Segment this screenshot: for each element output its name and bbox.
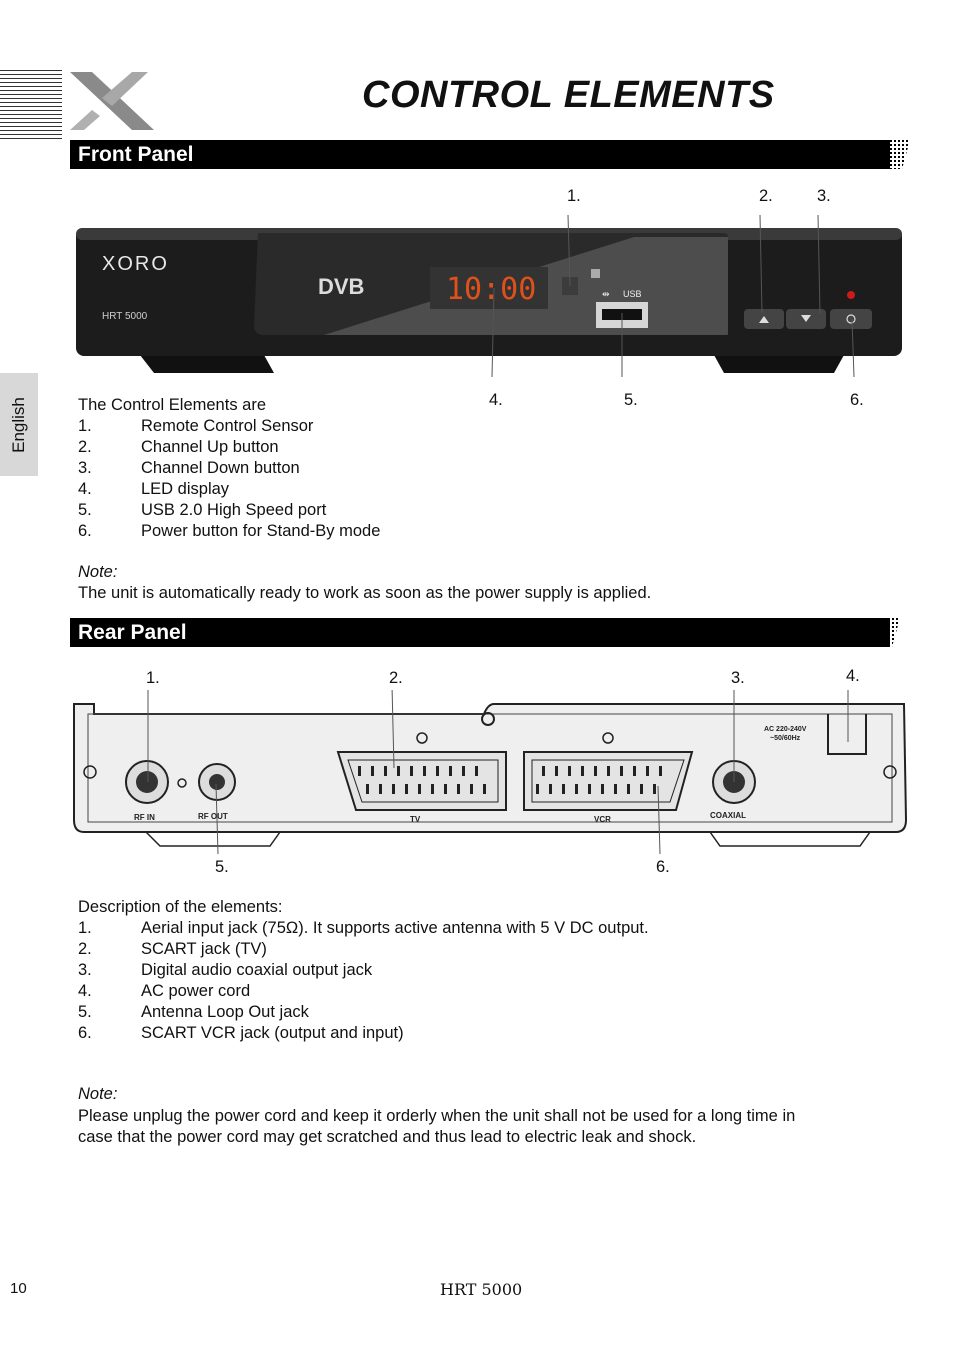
coaxial-label: COAXIAL	[710, 811, 746, 820]
rear-intro: Description of the elements:	[78, 898, 283, 916]
page-title: CONTROL ELEMENTS	[362, 74, 775, 116]
heading-dot-pattern	[856, 618, 900, 647]
rear-panel-illustration: RF IN RF OUT TV VCR COAXIAL AC 220-240V …	[73, 690, 908, 855]
rear-note-line2: case that the power cord may get scratch…	[78, 1128, 697, 1146]
led-display-value: 10:00	[446, 272, 536, 307]
front-foot-left	[140, 355, 274, 373]
power-rating-line2: ~50/60Hz	[770, 735, 801, 742]
up-arrow-icon	[759, 316, 769, 323]
rear-callout-lines	[147, 690, 849, 855]
language-label: English	[9, 396, 28, 453]
front-panel-heading-bar: Front Panel	[70, 140, 890, 169]
scart-vcr-jack	[523, 751, 694, 811]
scart-vcr-pins	[536, 766, 662, 794]
language-tab: English	[0, 373, 38, 476]
power-button	[830, 309, 872, 329]
rear-callout-1: 1.	[146, 669, 160, 687]
rear-callout-4: 4.	[846, 667, 860, 685]
page-number: 10	[10, 1280, 27, 1297]
scart-vcr-label: VCR	[594, 815, 611, 824]
power-cord	[827, 714, 867, 755]
front-panel-illustration: XORO HRT 5000 DVB 10:00 ⇹ USB	[76, 214, 902, 377]
rear-note-line1: Please unplug the power cord and keep it…	[78, 1107, 796, 1125]
front-callout-2: 2.	[759, 187, 773, 205]
front-foot-right	[714, 355, 844, 373]
front-callout-1: 1.	[567, 187, 581, 205]
screw	[481, 712, 495, 726]
front-intro: The Control Elements are	[78, 396, 267, 414]
power-led	[847, 291, 855, 299]
rear-panel-heading: Rear Panel	[78, 621, 187, 644]
ir-icon	[591, 269, 600, 278]
rear-callout-3: 3.	[731, 669, 745, 687]
device-brand: XORO	[102, 253, 169, 275]
down-arrow-icon	[801, 315, 811, 322]
usb-label: USB	[623, 289, 642, 299]
power-rating-line1: AC 220-240V	[764, 726, 807, 733]
rear-callout-6: 6.	[656, 858, 670, 876]
rear-callout-2: 2.	[389, 669, 403, 687]
header-stripes	[0, 70, 62, 140]
device-model-label: HRT 5000	[102, 311, 148, 322]
rear-panel-heading-bar: Rear Panel	[70, 618, 890, 647]
front-callout-4: 4.	[489, 391, 503, 409]
scart-tv-pins	[358, 766, 486, 794]
scart-tv-jack	[336, 751, 507, 811]
rear-note-label: Note:	[78, 1085, 118, 1103]
front-note-label: Note:	[78, 563, 118, 581]
front-panel-heading: Front Panel	[78, 143, 194, 166]
power-icon	[846, 314, 856, 324]
led-display	[430, 267, 548, 309]
dvb-logo: DVB	[318, 274, 364, 299]
brand-x-logo	[70, 72, 154, 130]
footer-model: HRT 5000	[440, 1280, 523, 1299]
rear-callout-5: 5.	[215, 858, 229, 876]
front-callout-lines	[491, 214, 855, 377]
rf-out-label: RF OUT	[198, 812, 228, 821]
rf-in-label: RF IN	[134, 813, 155, 822]
front-callout-5: 5.	[624, 391, 638, 409]
front-callout-3: 3.	[817, 187, 831, 205]
heading-dot-pattern	[866, 140, 910, 169]
usb-symbol: ⇹	[602, 289, 610, 299]
scart-tv-label: TV	[410, 815, 421, 824]
front-note-text: The unit is automatically ready to work …	[78, 584, 652, 602]
front-callout-6: 6.	[850, 391, 864, 409]
